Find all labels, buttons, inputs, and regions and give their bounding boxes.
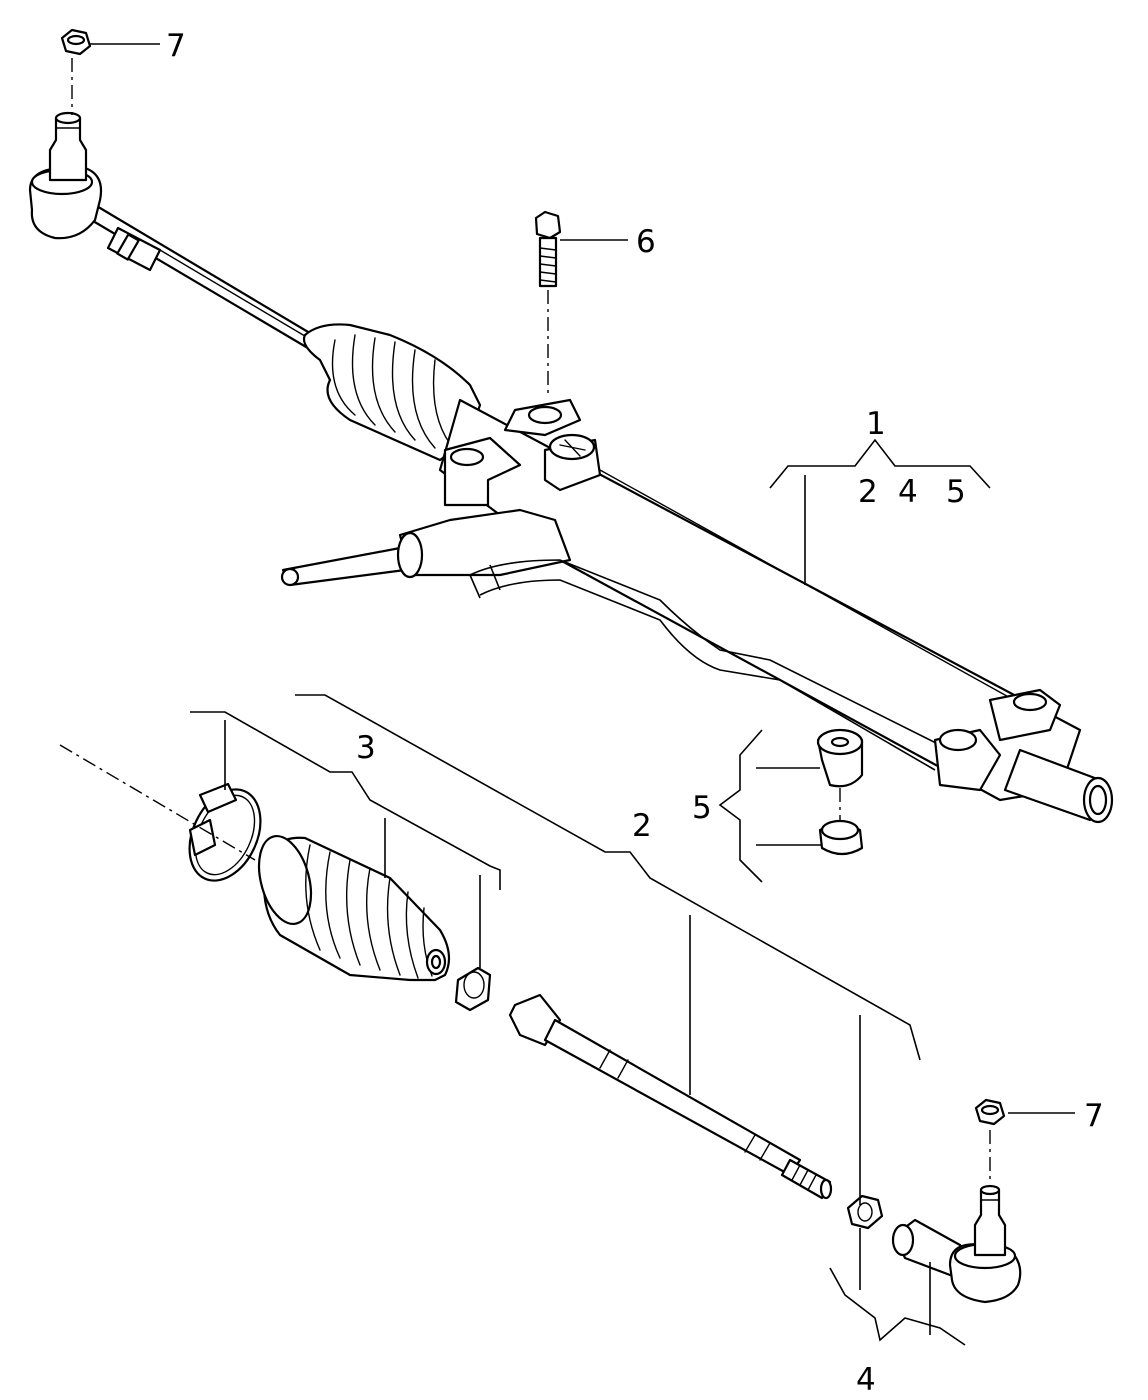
rack-tube-right-end — [1003, 748, 1102, 822]
mounting-bolt — [534, 210, 562, 395]
rubber-bushings — [816, 728, 864, 856]
steering-rack-assembly — [28, 111, 1114, 824]
pinion-housing — [398, 508, 572, 577]
callout-2: 2 — [632, 808, 652, 844]
self-locking-nut-bottom — [974, 1098, 1006, 1180]
leader-lines — [90, 43, 1075, 1346]
small-clamp — [454, 966, 492, 1012]
callout-5: 5 — [692, 790, 712, 826]
callout-3: 3 — [356, 730, 376, 766]
callout-7-bottom: 7 — [1084, 1098, 1104, 1134]
bellows-kit — [59, 744, 492, 1012]
self-locking-nut-top — [60, 28, 92, 115]
callout-6: 6 — [636, 224, 656, 260]
callout-labels: 7 6 1 2 4 5 5 3 2 7 4 — [166, 28, 1104, 1398]
pinion-input-shaft — [281, 546, 407, 587]
callout-4: 4 — [856, 1362, 876, 1398]
hydraulic-line-lower — [479, 579, 936, 771]
callout-1-sub-5: 5 — [946, 474, 966, 510]
inner-tie-rod-thread — [780, 1158, 832, 1200]
callout-1-sub-4: 4 — [898, 474, 918, 510]
left-tie-rod — [86, 203, 332, 359]
hose-clamp — [188, 788, 262, 882]
jam-nut — [846, 1194, 884, 1230]
callout-1: 1 — [866, 406, 886, 442]
outer-tie-rod-end — [891, 1184, 1022, 1304]
callout-1-sub-2: 2 — [858, 474, 878, 510]
callout-7-top: 7 — [166, 28, 186, 64]
hydraulic-line-upper — [469, 559, 951, 751]
inner-tie-rod — [508, 993, 833, 1200]
